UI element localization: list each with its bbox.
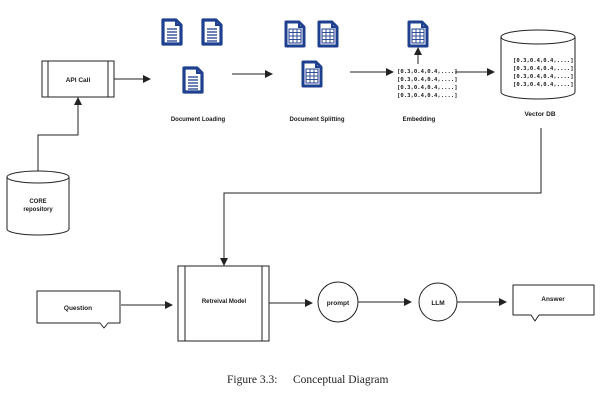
vector-db-label: Vector DB xyxy=(524,111,555,118)
grid-document-icon xyxy=(407,20,429,48)
api-call-label: API Call xyxy=(66,77,91,84)
document-icon xyxy=(161,18,183,46)
document-splitting-icons xyxy=(284,20,339,88)
core-repository-cylinder: CORE repository xyxy=(6,170,70,236)
question-callout: Question xyxy=(36,290,121,329)
question-label: Question xyxy=(64,305,92,312)
api-call-box: API Call xyxy=(41,60,115,98)
grid-document-icon xyxy=(317,20,339,48)
prompt-circle: prompt xyxy=(317,281,359,323)
embedding-vector: [0.3,0.4,0.4,....] xyxy=(397,69,458,75)
embedding-label: Embedding xyxy=(403,117,436,123)
prompt-label: prompt xyxy=(327,300,350,307)
document-loading-label: Document Loading xyxy=(171,117,226,123)
vector-db-vector: [0.3,0.4,0.4,....] xyxy=(513,74,574,80)
document-loading-icons xyxy=(161,18,223,94)
core-repository-label-line2: repository xyxy=(23,207,53,213)
document-splitting-label: Document Splitting xyxy=(290,117,345,123)
vector-db-vector: [0.3,0.4,0.4,....] xyxy=(513,66,574,72)
figure-caption-text: Conceptual Diagram xyxy=(293,374,389,386)
vector-db-cylinder: [0.3,0.4,0.4,....] [0.3,0.4,0.4,....] [0… xyxy=(500,29,576,100)
grid-document-icon xyxy=(301,60,323,88)
answer-label: Answer xyxy=(541,296,565,303)
llm-label: LLM xyxy=(431,300,444,307)
embedding-vector: [0.3,0.4,0.4,....] xyxy=(397,85,458,91)
llm-circle: LLM xyxy=(418,282,458,322)
embedding-vector: [0.3,0.4,0.4,....] xyxy=(397,77,458,83)
document-icon xyxy=(182,66,204,94)
retrieval-model-label: Retreival Model xyxy=(202,299,247,305)
embedding-node: [0.3,0.4,0.4,....] [0.3,0.4,0.4,....] [0… xyxy=(397,20,458,99)
embedding-vector: [0.3,0.4,0.4,....] xyxy=(397,93,458,99)
answer-callout: Answer xyxy=(512,284,595,322)
core-to-api-arrow xyxy=(37,97,82,171)
grid-document-icon xyxy=(284,20,306,48)
vector-db-vector: [0.3,0.4,0.4,....] xyxy=(513,82,574,88)
vector-db-vector: [0.3,0.4,0.4,....] xyxy=(513,58,574,64)
figure-caption-label: Figure 3.3: xyxy=(227,374,277,386)
core-repository-label-line1: CORE xyxy=(29,199,46,205)
vectordb-to-retrieval-arrow xyxy=(220,128,542,266)
retrieval-model-box: Retreival Model xyxy=(177,265,270,342)
document-icon xyxy=(201,18,223,46)
